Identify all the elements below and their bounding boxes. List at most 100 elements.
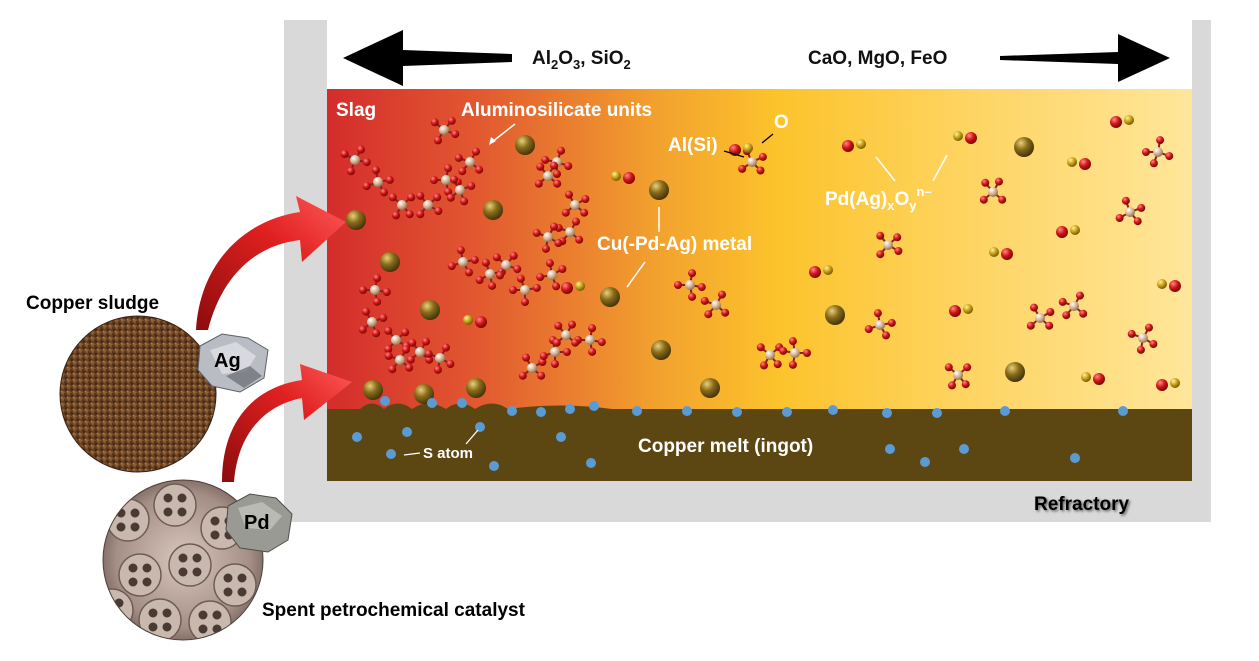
pd-ag-atom xyxy=(1157,279,1167,289)
aluminosilicate-unit xyxy=(509,274,541,306)
aluminosilicate-unit xyxy=(518,353,547,380)
oxygen-atom xyxy=(995,177,1003,186)
al-si-atom xyxy=(391,335,401,345)
al-si-atom xyxy=(441,175,451,185)
oxygen-atom xyxy=(1001,248,1013,260)
silver-chunk: Ag xyxy=(197,333,269,393)
pd-ag-oxide-pair xyxy=(809,265,833,278)
copper-melt xyxy=(327,403,1192,481)
oxygen-atom xyxy=(876,250,885,259)
copper-melt-label: Copper melt (ingot) xyxy=(638,436,813,457)
oxygen-atom xyxy=(425,355,434,364)
cu-metal-droplet xyxy=(380,252,400,272)
al-si-atom xyxy=(790,348,800,358)
oxygen-atom xyxy=(876,231,885,240)
aluminosilicate-label: Aluminosilicate units xyxy=(461,100,652,121)
al-si-atom xyxy=(875,320,885,330)
al-si-atom xyxy=(883,240,893,250)
oxygen-atom xyxy=(588,324,597,333)
palladium-chunk: Pd xyxy=(225,493,293,553)
slag-region xyxy=(327,89,1192,409)
aluminosilicate-unit xyxy=(430,116,460,145)
oxygen-atom xyxy=(522,353,530,362)
al-si-atom xyxy=(585,335,595,345)
oxygen-atom xyxy=(887,318,896,327)
aluminosilicate-unit xyxy=(700,290,730,319)
s-atom xyxy=(1070,453,1080,463)
pd-ag-atom xyxy=(575,281,585,291)
oxygen-atom xyxy=(779,346,788,355)
oxygen-atom xyxy=(408,338,417,347)
oxygen-atom xyxy=(561,208,570,217)
al-si-atom xyxy=(543,232,553,242)
s-atom xyxy=(1118,406,1128,416)
s-atom xyxy=(556,432,566,442)
oxygen-atom xyxy=(475,316,487,328)
oxygen-atom xyxy=(460,197,469,206)
oxygen-atom xyxy=(1062,311,1071,320)
cu-metal-droplet xyxy=(466,378,486,398)
pd-ag-atom xyxy=(989,247,999,257)
aluminosilicate-unit xyxy=(674,269,706,301)
oxygen-atom xyxy=(1079,309,1088,318)
s-atom xyxy=(565,404,575,414)
s-atom xyxy=(475,422,485,432)
oxygen-atom xyxy=(944,363,953,372)
oxygen-atom xyxy=(963,363,972,372)
al-si-atom xyxy=(543,171,553,181)
oxygen-atom xyxy=(553,179,562,188)
pd-ag-oxide-pair xyxy=(989,247,1013,260)
oxygen-atom xyxy=(571,338,580,347)
aluminosilicate-unit xyxy=(1127,323,1158,354)
oxygen-atom xyxy=(1142,148,1150,156)
pd-ag-atom xyxy=(463,315,473,325)
oxygen-atom xyxy=(346,167,355,176)
al-si-atom xyxy=(395,355,405,365)
oxygen-atom xyxy=(373,297,382,306)
oxygen-atom xyxy=(1149,340,1158,348)
oxygen-atom xyxy=(1136,345,1145,354)
oxygen-atom xyxy=(385,175,394,184)
oxygen-atom xyxy=(362,182,371,191)
oxygen-atom xyxy=(1156,136,1165,145)
s-atom xyxy=(959,444,969,454)
pd-ag-oxide-pair xyxy=(842,139,866,152)
al-si-atom xyxy=(1138,333,1148,343)
al-si-atom xyxy=(953,370,963,380)
oxygen-atom xyxy=(388,193,397,202)
s-atom xyxy=(682,406,692,416)
s-atom xyxy=(507,406,517,416)
oxygen-atom xyxy=(873,309,882,318)
cu-metal-droplet xyxy=(1014,137,1034,157)
left-arrow xyxy=(343,30,512,86)
oxygen-atom xyxy=(446,360,455,368)
al-si-atom xyxy=(527,363,537,373)
oxygen-atom xyxy=(402,345,410,354)
oxygen-atom xyxy=(894,247,903,255)
metal-pointer-down xyxy=(626,261,646,288)
oxygen-atom xyxy=(513,265,522,274)
aluminosilicate-unit xyxy=(1142,136,1174,168)
aluminosilicate-pointer xyxy=(491,123,516,143)
catalyst-pellet xyxy=(103,588,134,632)
pd-ag-atom xyxy=(1124,115,1134,125)
oxygen-atom xyxy=(551,360,559,368)
al-si-atom xyxy=(565,227,575,237)
al-si-atom xyxy=(547,270,557,280)
aluminosilicate-unit xyxy=(447,246,479,277)
s-atom xyxy=(457,398,467,408)
oxygen-atom xyxy=(561,282,573,294)
aluminosilicate-unit xyxy=(864,309,896,340)
oxygen-atom xyxy=(948,381,956,390)
oxygen-atom xyxy=(521,298,529,306)
pd-ag-atom xyxy=(953,131,963,141)
aluminosilicate-unit xyxy=(424,343,455,374)
oxygen-atom xyxy=(442,343,450,352)
s-atom xyxy=(828,405,838,415)
oxygen-atom xyxy=(558,265,567,273)
oxygen-atom xyxy=(552,282,561,291)
oxide-anion-label: Pd(Ag)xOyn– xyxy=(825,184,932,213)
oxygen-atom xyxy=(384,345,393,354)
aluminosilicate-unit xyxy=(756,343,784,370)
oxygen-atom xyxy=(758,152,767,161)
